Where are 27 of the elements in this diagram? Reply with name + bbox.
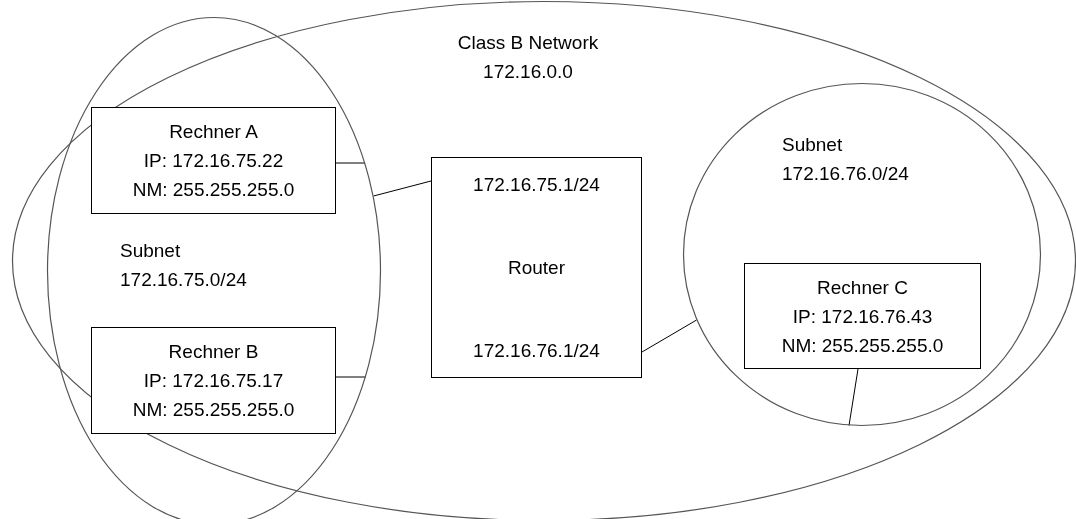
interface-address: 172.16.76.1/24	[473, 339, 600, 363]
connector-line	[335, 376, 367, 378]
computer-name: Rechner A	[169, 120, 258, 144]
connector-line	[848, 368, 859, 427]
router-name: Router	[508, 256, 565, 280]
computer-box	[91, 327, 336, 434]
computer-name: Rechner C	[817, 275, 908, 300]
network-name: Class B Network	[457, 31, 599, 55]
network-address: 172.16.75.0/24	[120, 268, 247, 292]
ip-address: IP: 172.16.76.43	[792, 304, 933, 329]
netmask: NM: 255.255.255.0	[132, 178, 295, 202]
network-name: Subnet	[120, 239, 181, 263]
ip-address: IP: 172.16.75.17	[143, 369, 284, 393]
network-name: Subnet	[782, 133, 843, 157]
interface-address: 172.16.75.1/24	[473, 173, 600, 197]
computer-box	[744, 263, 981, 369]
connector-line	[373, 180, 432, 197]
computer-box	[91, 107, 336, 214]
network-address: 172.16.0.0	[483, 60, 573, 84]
network-address: 172.16.76.0/24	[782, 162, 909, 186]
netmask: NM: 255.255.255.0	[132, 398, 295, 422]
netmask: NM: 255.255.255.0	[781, 333, 944, 358]
router-box	[431, 157, 642, 378]
connector-line	[335, 162, 366, 164]
ip-address: IP: 172.16.75.22	[143, 149, 284, 173]
connector-line	[641, 319, 698, 353]
computer-name: Rechner B	[168, 340, 259, 364]
